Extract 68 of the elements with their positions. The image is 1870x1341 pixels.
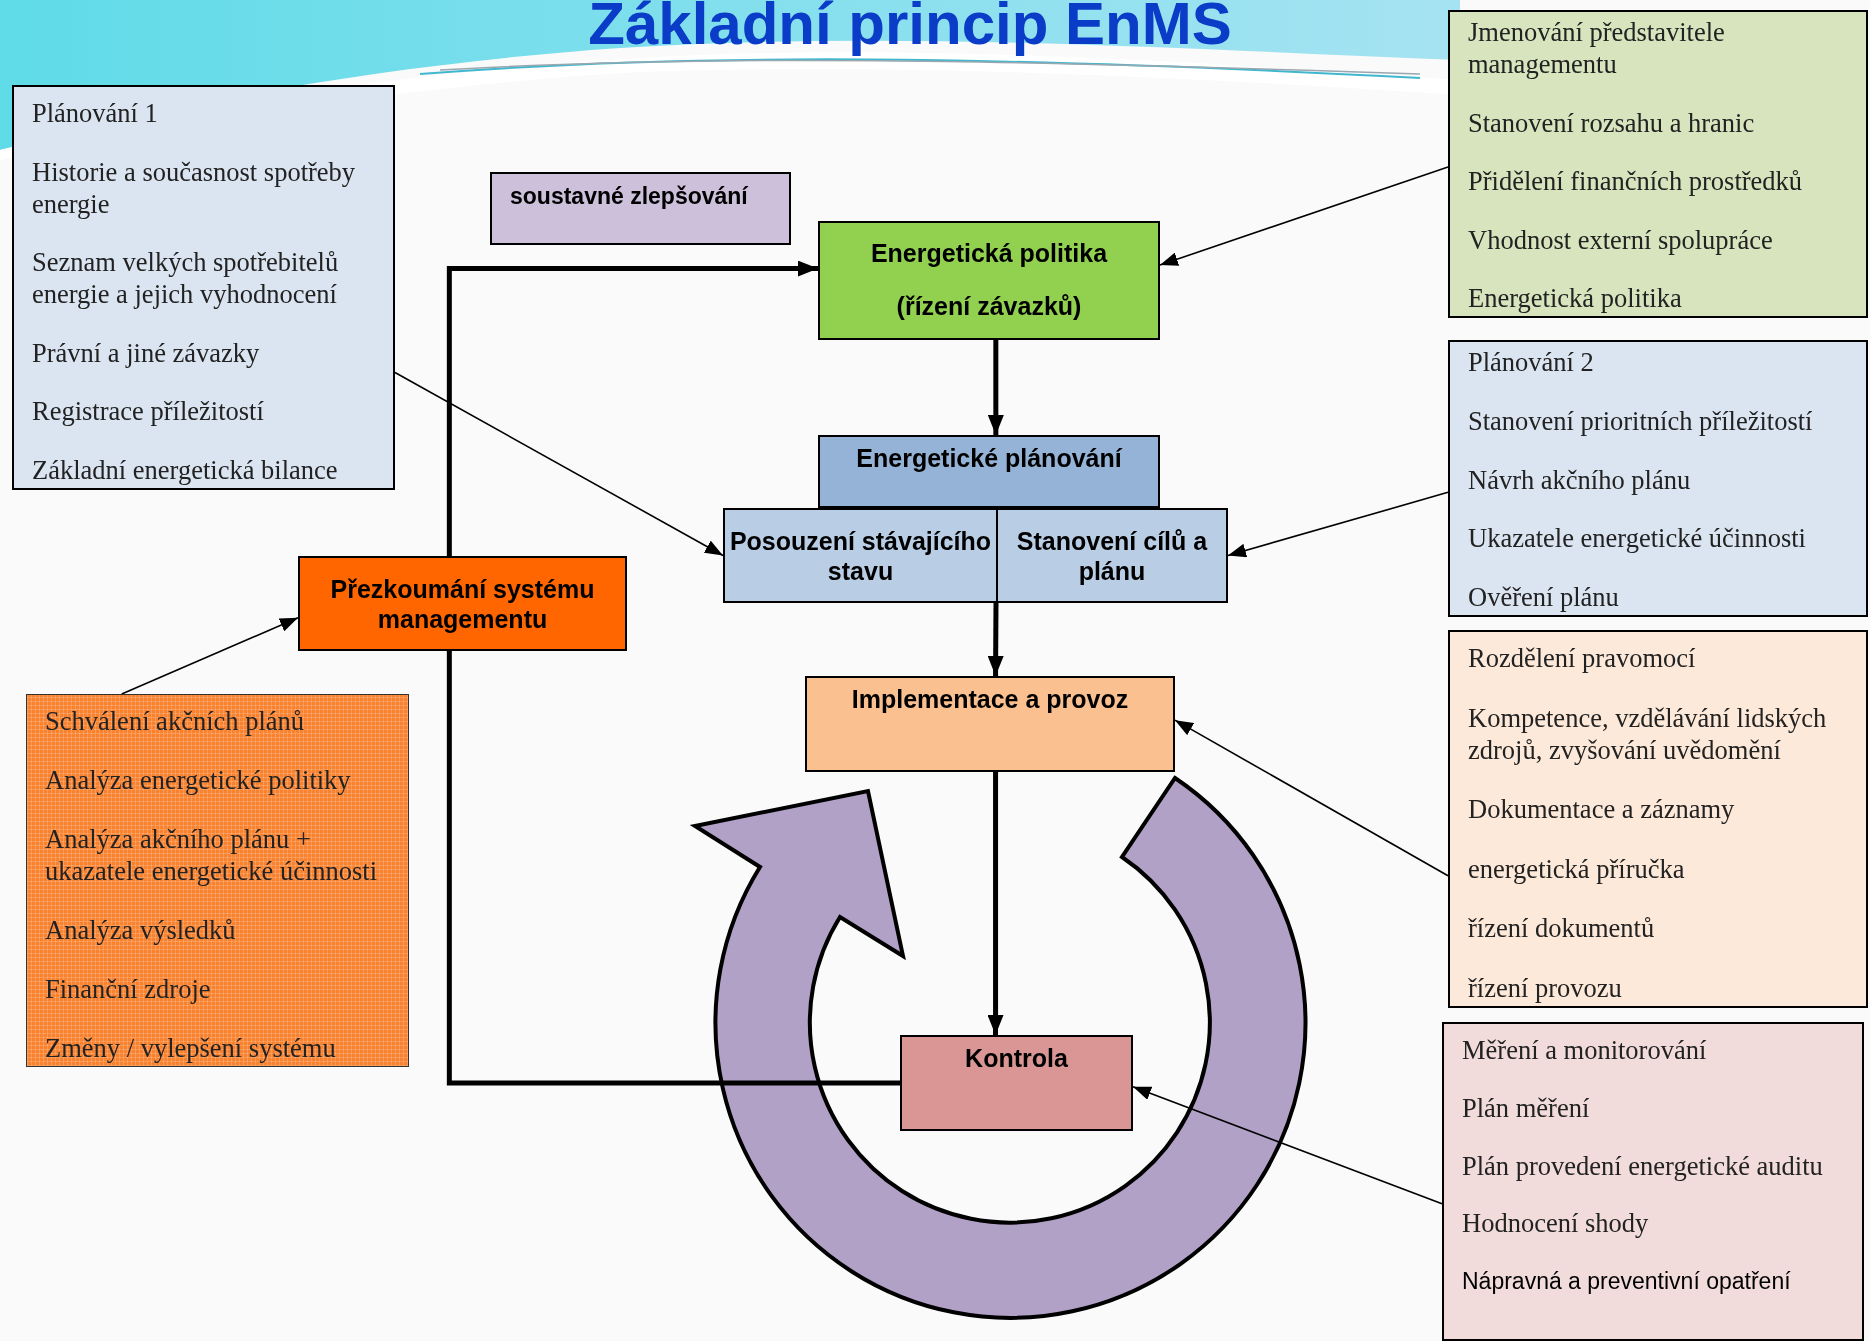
- list-item: řízení dokumentů: [1468, 912, 1656, 945]
- process-box: [818, 221, 1160, 340]
- list-item: Historie a současnost spotřeby energie: [32, 155, 357, 220]
- process-box: [818, 435, 1160, 508]
- diagram-title: Základní princip EnMS: [588, 0, 1232, 54]
- process-box: [996, 508, 1228, 603]
- list-item: Měření a monitorování: [1462, 1034, 1708, 1066]
- list-item: Analýza akčního plánu + ukazatele energetické účinnosti: [45, 823, 379, 887]
- list-item: Energetická politika: [1468, 282, 1683, 314]
- text-panel: [1448, 630, 1868, 1008]
- box-label: Přezkoumání systému managementu: [329, 573, 596, 634]
- arrow: [987, 340, 1004, 435]
- list-item: Právní a jiné závazky: [32, 336, 261, 369]
- arrow: [1227, 491, 1449, 558]
- arrow: [987, 772, 1004, 1035]
- list-item: Ověření plánu: [1468, 581, 1620, 613]
- list-item: Stanovení rozsahu a hranic: [1468, 106, 1756, 139]
- box-label: Kontrola: [965, 1043, 1068, 1073]
- list-item: Finanční zdroje: [45, 973, 212, 1005]
- list-item: Změny / vylepšení systému: [45, 1032, 337, 1064]
- list-item: Rozdělení pravomocí: [1468, 642, 1697, 674]
- arrow: [1159, 166, 1449, 266]
- list-item: Základní energetická bilance: [32, 453, 339, 486]
- arrow: [1132, 1086, 1443, 1205]
- text-panel: [1448, 10, 1868, 318]
- arrow: [120, 616, 299, 695]
- box-label: Implementace a provoz: [851, 684, 1129, 714]
- box-label: Posouzení stávajícího stavu: [728, 525, 993, 586]
- list-item: Analýza energetické politiky: [45, 764, 352, 796]
- list-item: Plán měření: [1462, 1091, 1591, 1124]
- list-item: Plánování 1: [32, 97, 159, 129]
- list-item: Stanovení prioritních příležitostí: [1468, 404, 1814, 437]
- list-item: řízení provozu: [1468, 971, 1623, 1004]
- list-item: Vhodnost externí spolupráce: [1468, 223, 1774, 256]
- box-label: Stanovení cílů a plánu: [1015, 525, 1209, 586]
- text-panel: [1448, 340, 1868, 617]
- process-box: [723, 508, 998, 603]
- box-label: Energetická politika: [870, 238, 1108, 269]
- arrow: [394, 371, 724, 557]
- box-label: Energetické plánování: [856, 443, 1122, 473]
- list-item: Hodnocení shody: [1462, 1207, 1650, 1240]
- list-item: Schválení akčních plánů: [45, 705, 306, 737]
- text-panel: [1442, 1022, 1864, 1341]
- process-box: [298, 556, 627, 651]
- text-panel: [26, 694, 409, 1067]
- text-panel: [12, 85, 395, 490]
- list-item: Plánování 2: [1468, 346, 1595, 378]
- list-item: Ukazatele energetické účinnosti: [1468, 522, 1807, 555]
- box-label: (řízení závazků): [896, 290, 1082, 321]
- connector-line: [446, 651, 900, 1086]
- arrow: [446, 260, 818, 556]
- list-item: Seznam velkých spotřebitelů energie a jejich vyhodnocení: [32, 246, 340, 311]
- process-box: [900, 1035, 1133, 1131]
- arrow: [1174, 719, 1449, 877]
- list-item: energetická příručka: [1468, 852, 1686, 885]
- process-box: [805, 676, 1175, 772]
- list-item: Analýza výsledků: [45, 914, 237, 946]
- process-box: [490, 172, 791, 245]
- list-item: Kompetence, vzdělávání lidských zdrojů, zvyšování uvědomění: [1468, 701, 1828, 766]
- list-item: Jmenování představitele managementu: [1468, 16, 1726, 80]
- list-item: Přidělení finančních prostředků: [1468, 165, 1804, 197]
- box-label: soustavné zlepšování: [510, 182, 748, 211]
- list-item: Dokumentace a záznamy: [1468, 793, 1736, 826]
- arrow: [987, 603, 1004, 676]
- list-item: Nápravná a preventivní opatření: [1462, 1267, 1792, 1296]
- list-item: Registrace příležitostí: [32, 395, 265, 428]
- list-item: Návrh akčního plánu: [1468, 463, 1692, 496]
- list-item: Plán provedení energetické auditu: [1462, 1149, 1824, 1182]
